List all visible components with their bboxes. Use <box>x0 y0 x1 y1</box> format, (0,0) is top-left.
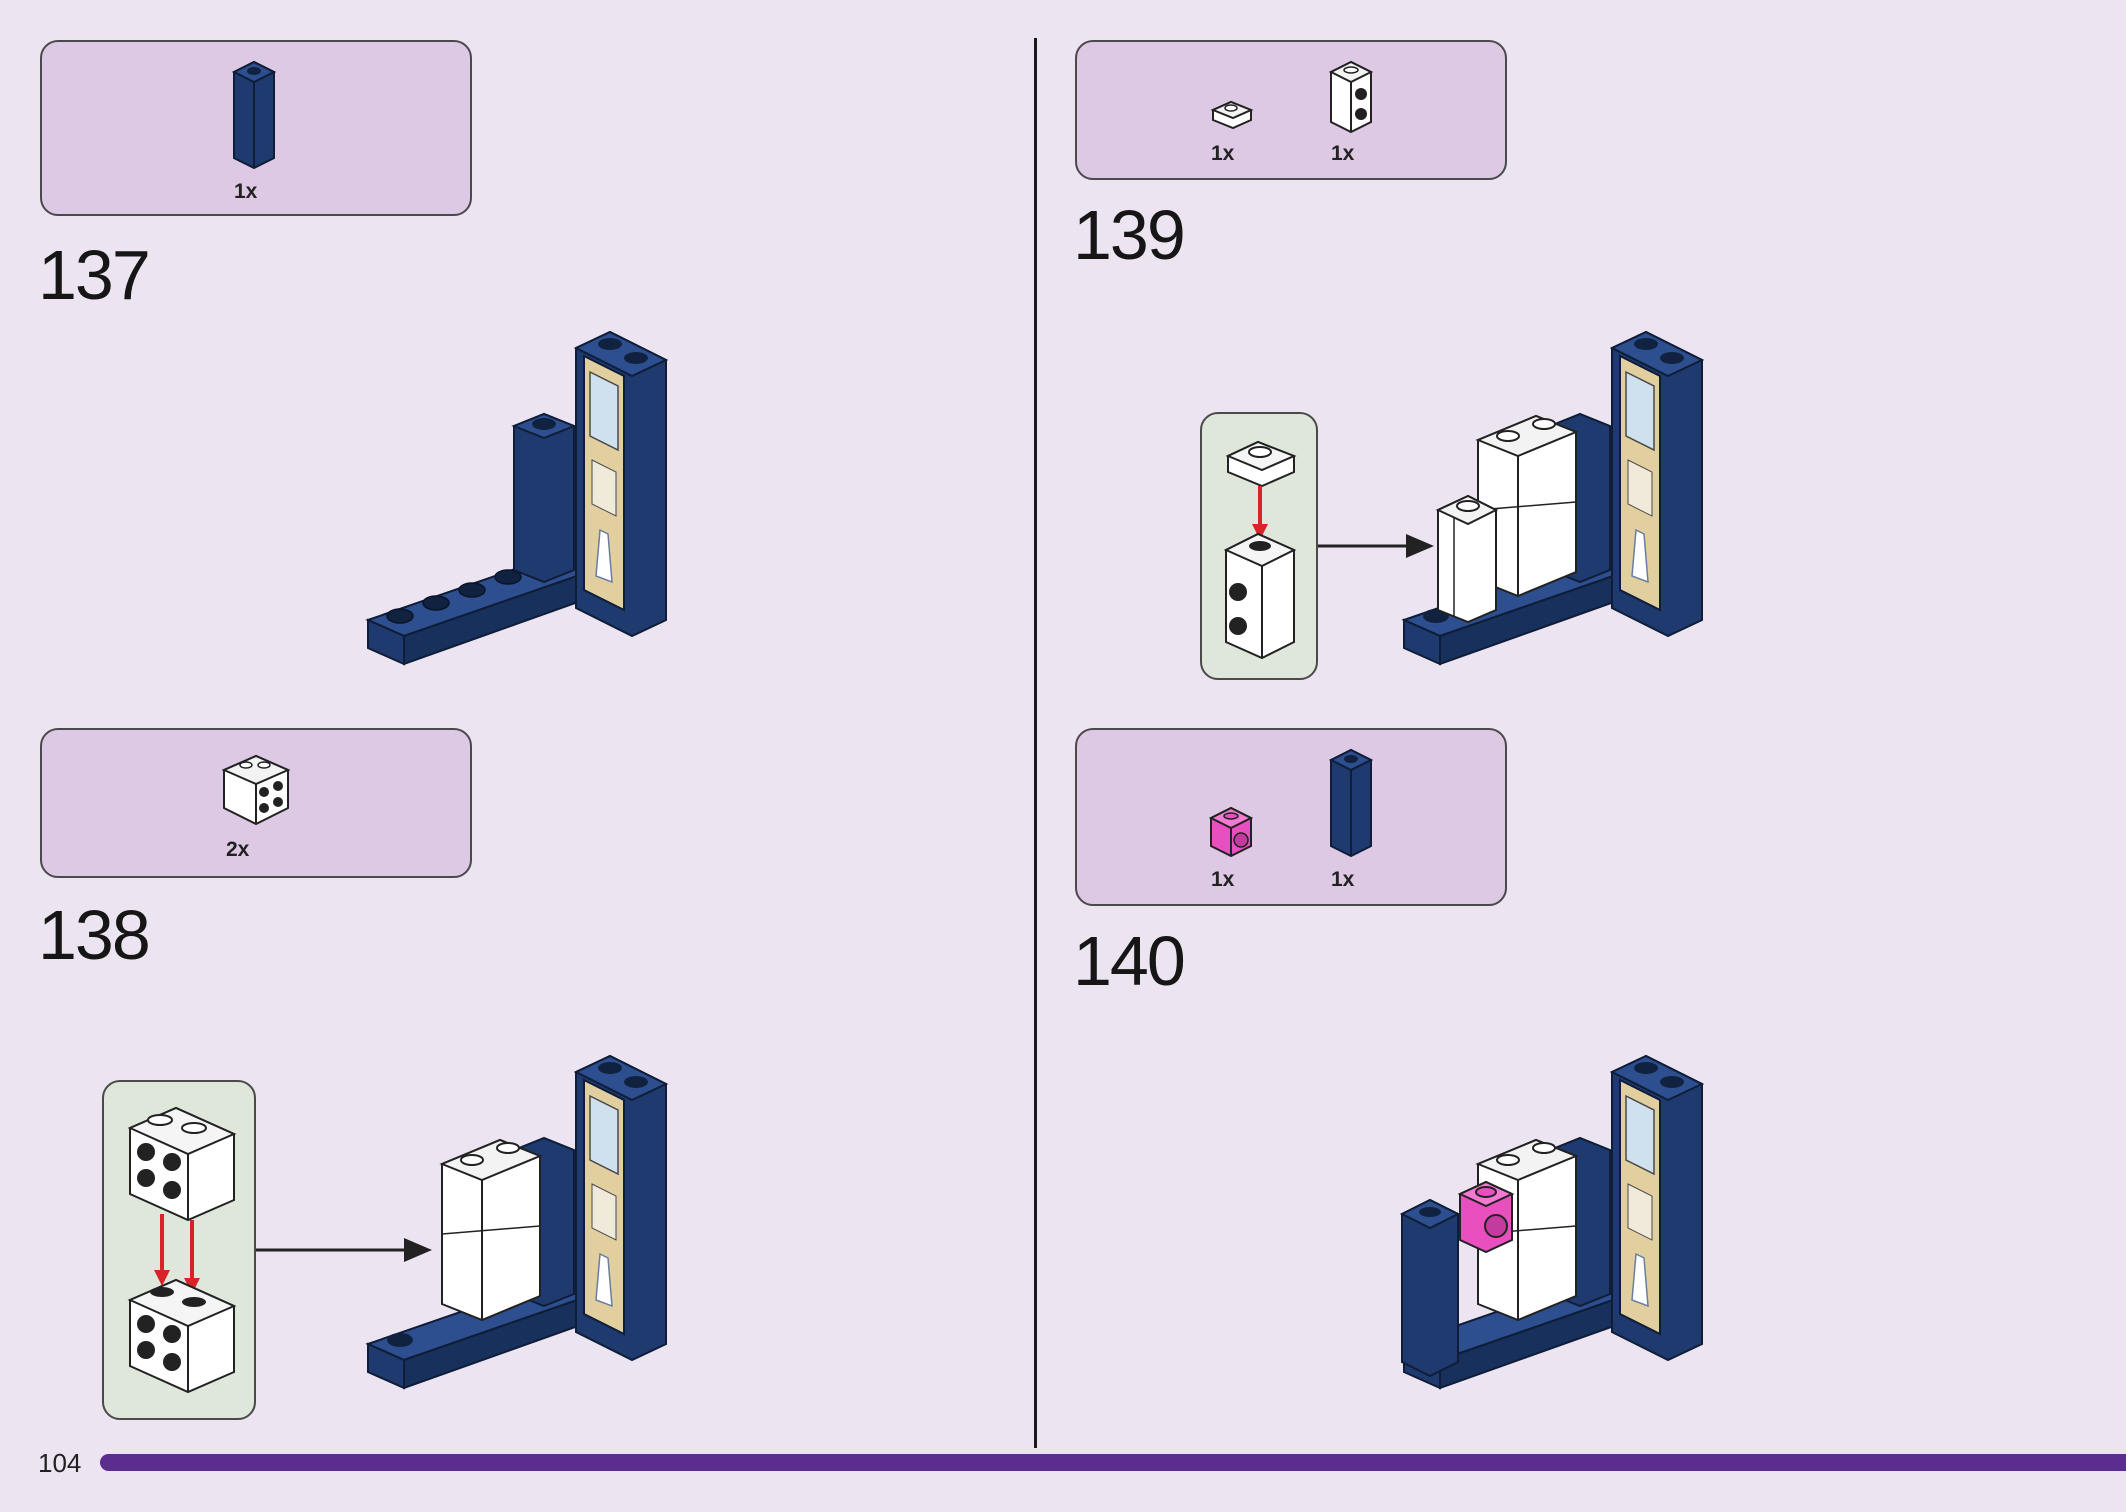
build-illustration-step-138 <box>365 1054 669 1390</box>
build-illustration-step-140 <box>1399 1054 1705 1390</box>
part-qty: 1x <box>1331 868 1355 891</box>
white-1x1-plate-icon <box>1210 100 1254 130</box>
parts-box-step-137: 1x <box>40 40 472 216</box>
step-number: 140 <box>1073 922 1186 1000</box>
parts-box-step-139: 1x 1x <box>1075 40 1507 180</box>
progress-bar <box>100 1454 2126 1471</box>
arrow-icon <box>256 1238 432 1262</box>
white-1x1-brick-side-studs-icon <box>1328 60 1374 134</box>
column-divider <box>1034 38 1037 1448</box>
build-illustration-step-139 <box>1401 330 1705 666</box>
step-number: 137 <box>38 236 151 314</box>
sub-assembly-box-step-138 <box>102 1080 256 1420</box>
sub-assembly-illustration <box>127 1106 237 1394</box>
parts-box-step-140: 1x 1x <box>1075 728 1507 906</box>
part-qty: 1x <box>1211 868 1235 891</box>
step-number: 138 <box>38 896 151 974</box>
page-number: 104 <box>38 1448 82 1478</box>
arrow-icon <box>1318 534 1434 558</box>
part-qty: 1x <box>1331 142 1355 165</box>
part-qty: 2x <box>226 838 250 861</box>
navy-tall-brick-icon <box>231 60 277 170</box>
pink-1x1-brick-side-stud-icon <box>1208 806 1254 858</box>
navy-tall-brick-icon <box>1328 748 1374 858</box>
sub-assembly-illustration <box>1223 440 1297 660</box>
parts-box-step-138: 2x <box>40 728 472 878</box>
step-number: 139 <box>1073 196 1186 274</box>
build-illustration-step-137 <box>365 330 669 666</box>
white-2x2-brick-side-studs-icon <box>221 754 291 826</box>
sub-assembly-box-step-139 <box>1200 412 1318 680</box>
part-qty: 1x <box>1211 142 1235 165</box>
part-qty: 1x <box>234 180 258 203</box>
